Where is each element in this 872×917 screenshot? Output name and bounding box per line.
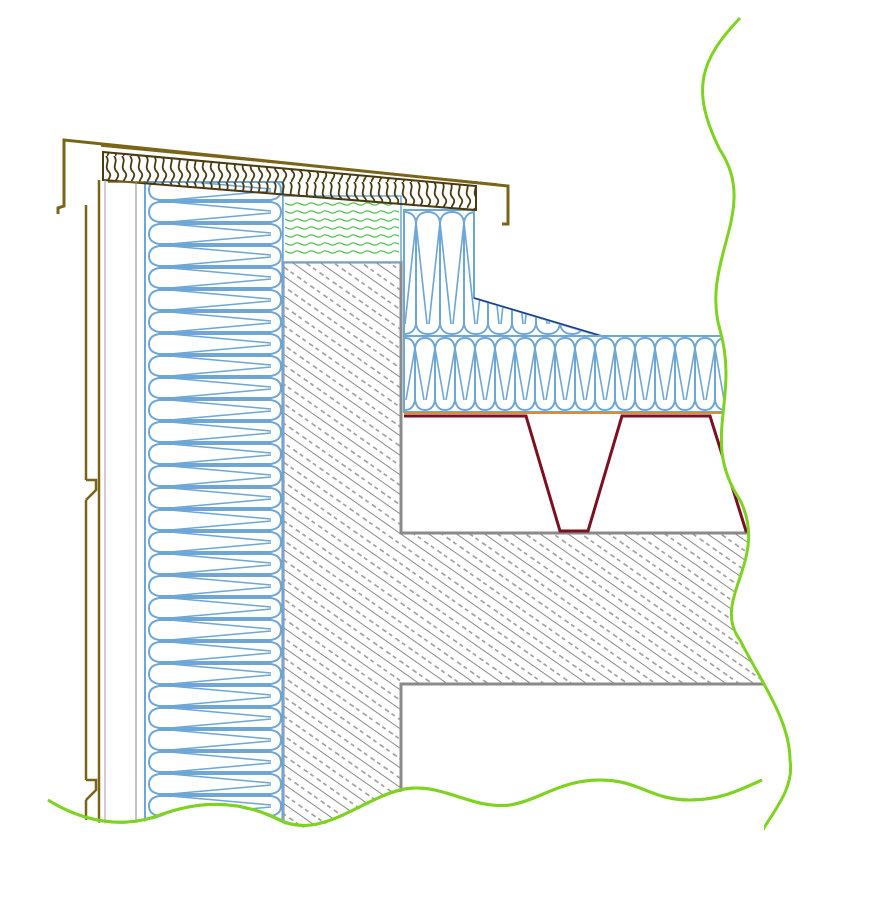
facade-insulation bbox=[144, 181, 284, 833]
break-line-bottom-overlay bbox=[47, 778, 763, 827]
roof-insulation-lower-group bbox=[403, 335, 790, 533]
concrete-structure bbox=[281, 260, 790, 917]
roof-insulation-lower bbox=[403, 335, 790, 413]
roof-insulation-upper-group bbox=[403, 209, 603, 337]
green-insulation-hatch bbox=[285, 200, 399, 258]
timber-batten-hatched bbox=[102, 150, 477, 212]
roof-insulation-upper-top bbox=[473, 297, 603, 337]
facade-cladding bbox=[84, 180, 145, 832]
break-line-right bbox=[701, 16, 793, 836]
roof-insulation-upper bbox=[403, 209, 601, 337]
lower-mask bbox=[40, 782, 764, 917]
concrete-wall bbox=[281, 260, 790, 917]
trapezoidal-metal-deck bbox=[404, 414, 790, 533]
eaves-flashing-inner bbox=[100, 145, 498, 185]
eaves-flashing bbox=[56, 138, 510, 226]
